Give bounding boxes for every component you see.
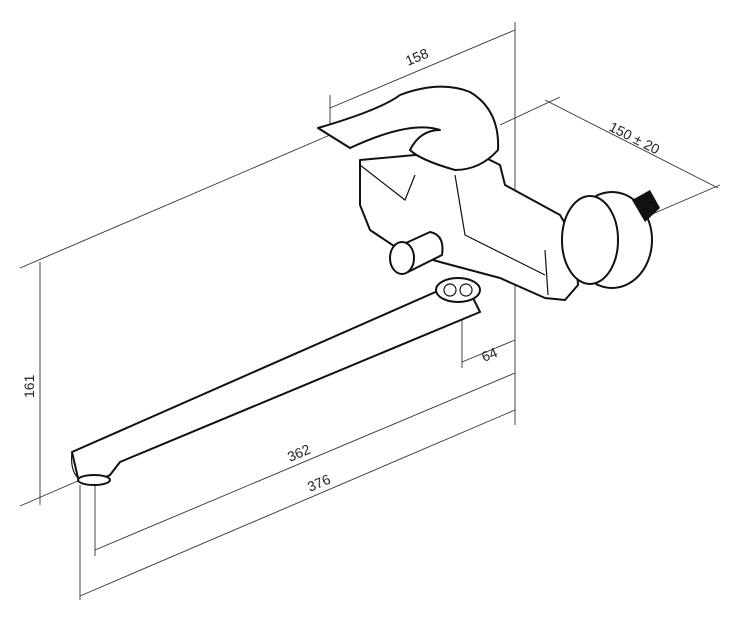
handle-lever [317,85,500,171]
dim-spout-reach-outer: 376 [305,471,333,495]
dim-spout-reach-inner: 362 [285,441,313,465]
dim-wall-offset: 150 ± 20 [607,118,663,157]
dim-spout-to-wall: 64 [479,344,500,365]
diverter [435,277,481,303]
wall-flange [561,190,660,289]
dimension-lines [19,22,721,600]
knob [389,231,444,275]
spout [71,289,481,486]
dim-height: 161 [21,374,37,398]
mixer-body [359,149,579,301]
dim-handle-length: 158 [403,45,431,69]
